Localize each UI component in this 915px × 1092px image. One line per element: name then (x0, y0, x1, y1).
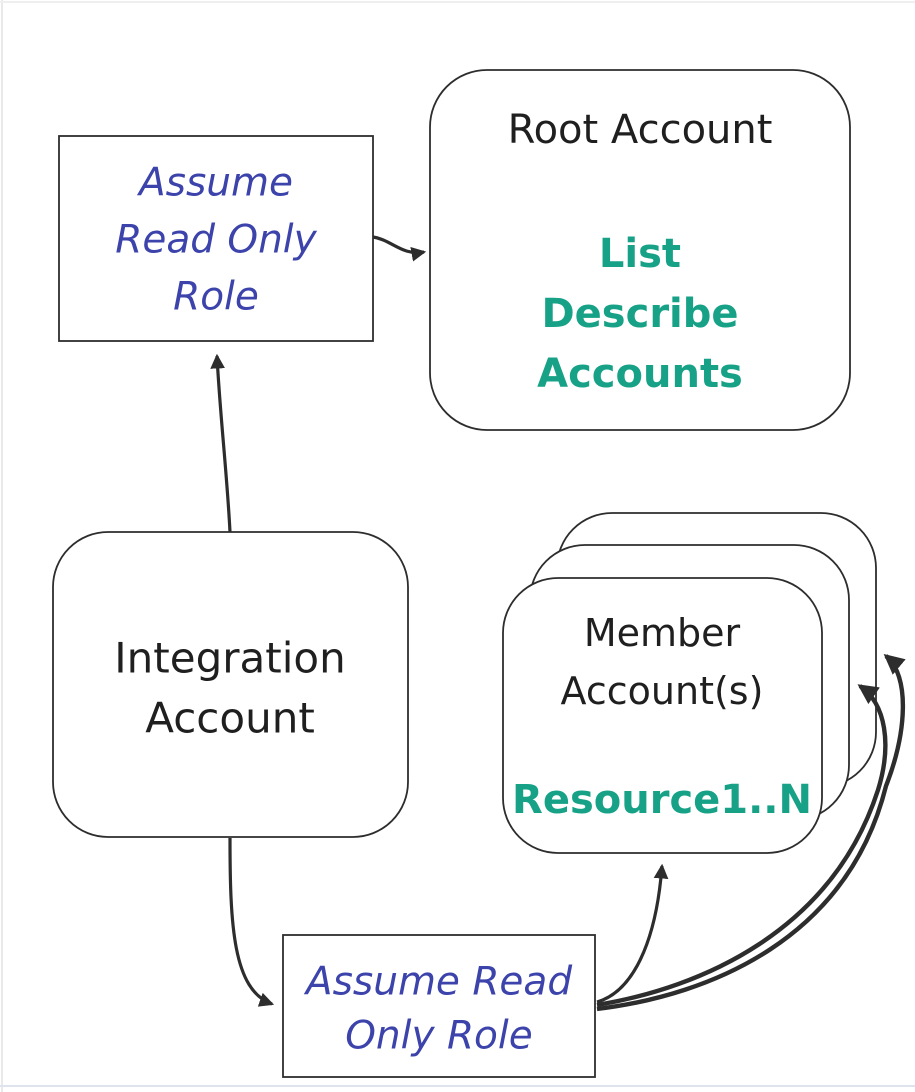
edge-assume-top-to-root-arrow (372, 235, 427, 262)
integration-account-line2: Account (145, 694, 315, 743)
root-account-action-accounts: Accounts (537, 351, 743, 397)
edge-assume-bottom-to-back-card-arrow (596, 654, 906, 1012)
root-account-action-describe: Describe (541, 291, 738, 337)
root-account-title: Root Account (508, 107, 773, 153)
member-accounts-resource-label: Resource1..N (512, 777, 812, 823)
root-account-box (429, 69, 851, 431)
edge-integration-to-assume-bottom-arrow (228, 837, 275, 1007)
assume-role-top-line1: Assume (136, 161, 293, 206)
member-accounts-line2: Account(s) (561, 669, 764, 713)
member-accounts-line1: Member (584, 611, 741, 655)
assume-role-top-line3: Role (173, 275, 259, 320)
edge-assume-bottom-to-middle-card-arrow (596, 684, 888, 1008)
edge-assume-bottom-to-front-card-arrow (596, 863, 669, 1004)
assume-role-bottom-line2: Only Role (345, 1014, 533, 1059)
assume-role-bottom-line1: Assume Read (303, 960, 572, 1005)
assume-role-top-box (58, 135, 374, 342)
member-accounts-front-card (502, 577, 823, 854)
root-account-action-list: List (599, 231, 681, 277)
assume-role-top-line2: Read Only (115, 218, 317, 263)
integration-account-line1: Integration (114, 634, 345, 683)
integration-account-box (52, 531, 409, 838)
edge-integration-to-assume-top-arrow (210, 353, 232, 533)
assume-role-bottom-box (282, 934, 596, 1078)
